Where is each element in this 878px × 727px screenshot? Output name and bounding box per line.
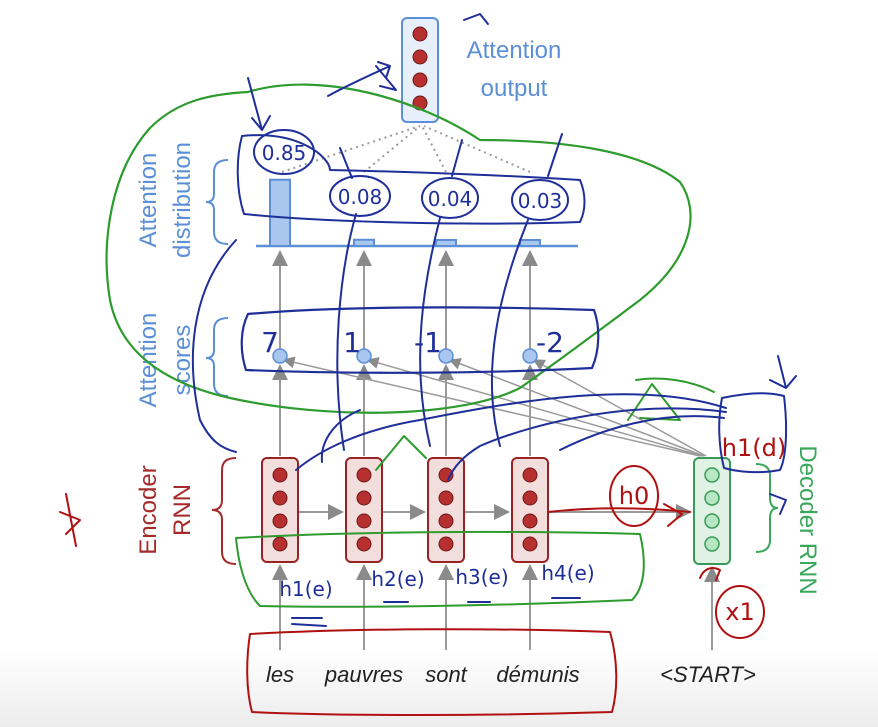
encoder-cell-3 (427, 457, 465, 563)
source-word-3: sont (425, 662, 467, 687)
output-dotted-lines (281, 125, 531, 173)
source-word-2: pauvres (324, 662, 403, 687)
encoder-cell-2 (345, 457, 383, 563)
attention-distribution-label-2: distribution (169, 142, 196, 258)
encoder-label-1: Encoder (135, 465, 162, 554)
distribution-bars (269, 178, 541, 247)
prob-label-3: 0.04 (428, 187, 473, 211)
prob-label-1: 0.85 (262, 141, 307, 165)
distribution-bar-4 (519, 239, 541, 247)
prob-label-2: 0.08 (338, 185, 383, 209)
distribution-bar-1 (269, 178, 291, 247)
decoder-hidden-label: h1(d) (722, 434, 786, 462)
source-word-1: les (266, 662, 294, 687)
encoder-hidden-label-3: h3(e) (455, 565, 508, 589)
h0-label: h0 (619, 482, 649, 510)
encoder-hidden-label-2: h2(e) (371, 567, 424, 591)
attention-output-cell (401, 17, 439, 123)
attention-distribution-label-1: Attention (135, 153, 162, 248)
score-label-3: -1 (414, 326, 442, 359)
score-dots (272, 348, 538, 364)
input-arrows (272, 564, 720, 650)
distribution-bar-2 (353, 238, 375, 247)
encoder-label-2: RNN (169, 484, 196, 536)
encoder-cells (261, 457, 549, 563)
encoder-hidden-label-1: h1(e) (279, 577, 332, 601)
score-label-2: 1 (343, 326, 361, 359)
source-word-4: démunis (496, 662, 579, 687)
score-label-1: 7 (261, 326, 279, 359)
encoder-to-score-arrows (272, 250, 538, 456)
decoder-cell (693, 457, 731, 565)
x1-label: x1 (725, 598, 754, 626)
encoder-cell-1 (261, 457, 299, 563)
handwritten-annotations (59, 13, 797, 716)
decoder-input-word: <START> (660, 662, 756, 687)
decoder-label: Decoder RNN (794, 445, 821, 594)
score-label-4: -2 (536, 326, 564, 359)
attention-output-label-1: Attention (467, 37, 562, 64)
attention-scores-label-1: Attention (135, 313, 162, 408)
decoder-to-score-lines (282, 356, 707, 457)
attention-output-label-2: output (481, 75, 548, 102)
encoder-cell-4 (511, 457, 549, 563)
distribution-bar-3 (435, 239, 457, 247)
prob-label-4: 0.03 (518, 189, 563, 213)
encoder-hidden-label-4: h4(e) (541, 561, 594, 585)
